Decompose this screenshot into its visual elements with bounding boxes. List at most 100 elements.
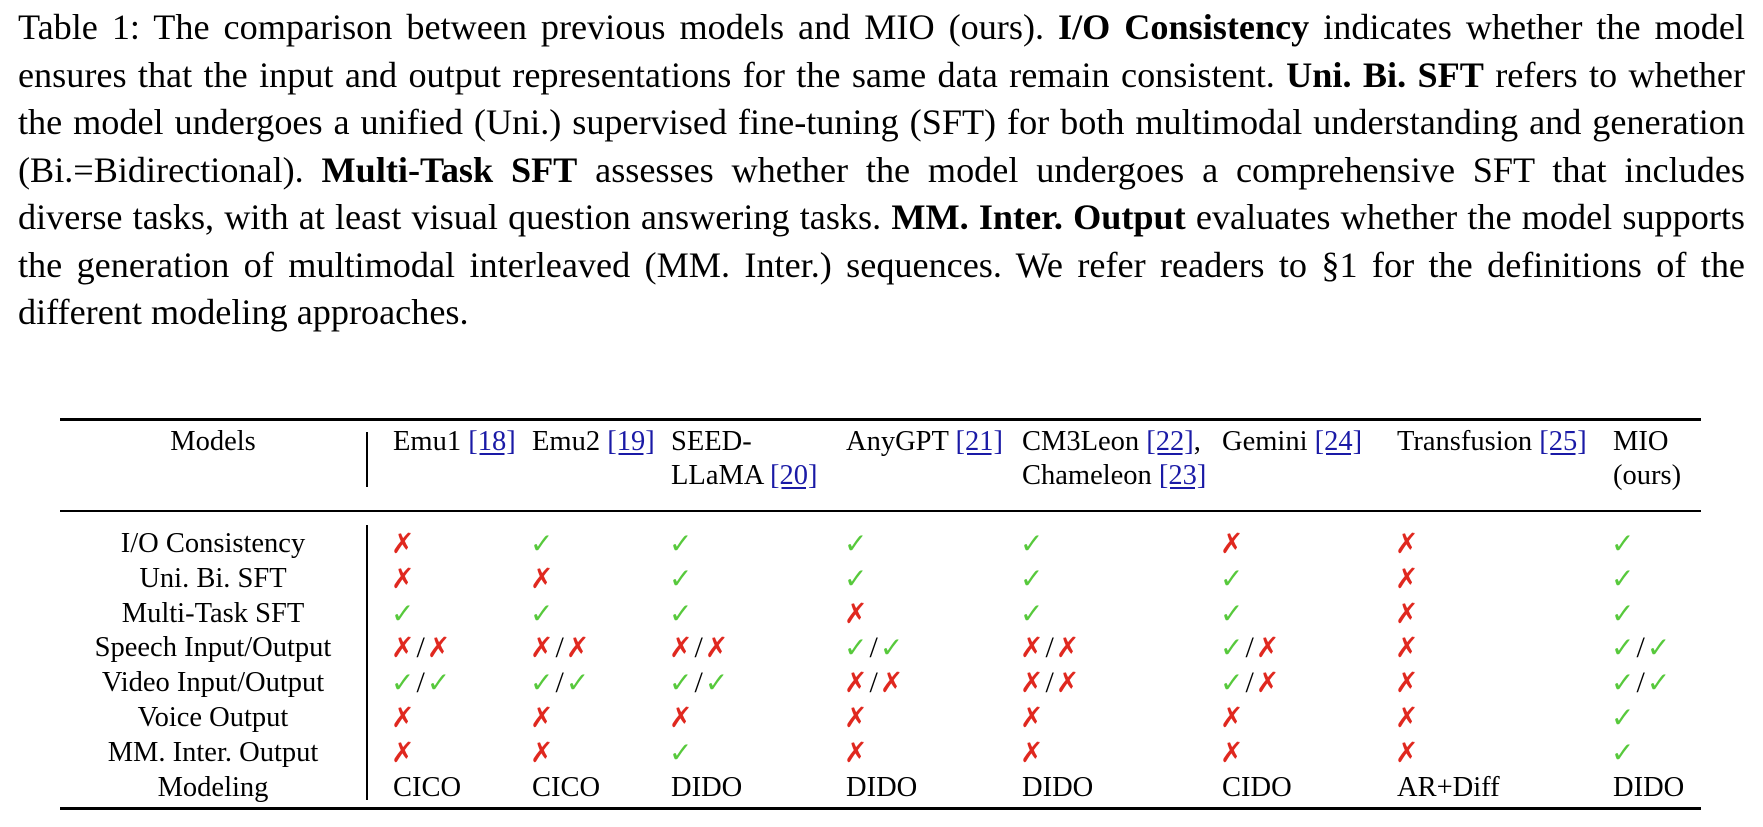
table-cell: ✗/✗ [1020, 665, 1079, 700]
cross-icon: ✗ [391, 735, 415, 769]
cross-icon: ✗ [530, 735, 554, 769]
table-cell: ✗ [391, 526, 414, 561]
slash-separator: / [416, 631, 425, 665]
table-cell: ✓/✓ [1611, 630, 1670, 665]
slash-separator: / [1045, 666, 1054, 700]
header-model-name-line2: LLaMA [20] [671, 459, 817, 494]
check-icon: ✓ [1611, 527, 1635, 560]
table-cell: ✓ [1020, 596, 1043, 631]
table-bottom-rule [60, 807, 1701, 810]
cross-icon: ✗ [1020, 701, 1044, 734]
check-icon: ✓ [426, 666, 451, 700]
cross-icon: ✗ [844, 735, 868, 769]
citation-link[interactable]: [18] [468, 426, 516, 457]
header-model-name: MIO [1613, 425, 1668, 460]
caption-text: assesses whether the model undergoes a c… [18, 149, 1745, 238]
check-icon: ✓ [1020, 561, 1044, 595]
citation-link[interactable]: [23] [1158, 460, 1207, 491]
check-icon: ✓ [1020, 527, 1044, 560]
table-cell: ✗ [844, 735, 867, 770]
check-icon: ✓ [391, 596, 415, 630]
row-label: Multi-Task SFT [121, 597, 305, 629]
header-model-name: AnyGPT [21] [846, 425, 1003, 460]
cross-icon: ✗ [1055, 631, 1080, 665]
citation-link[interactable]: [24] [1314, 426, 1363, 457]
table-cell: ✗ [1020, 735, 1043, 770]
caption-term-multi-task-sft: Multi-Task SFT [321, 149, 578, 190]
check-icon: ✓ [1611, 735, 1635, 769]
cross-icon: ✗ [391, 701, 415, 734]
check-icon: ✓ [1646, 631, 1671, 665]
comma: , [1193, 426, 1201, 457]
table-cell: ✓ [1020, 526, 1043, 561]
table-cell: ✓/✓ [391, 665, 450, 700]
cross-icon: ✗ [1395, 631, 1419, 665]
check-icon: ✓ [669, 735, 693, 769]
cross-icon: ✗ [391, 631, 415, 665]
table-cell: ✓ [1220, 596, 1243, 631]
model-name: AnyGPT [846, 426, 956, 457]
cross-icon: ✗ [1395, 527, 1419, 560]
table-cell: ✗ [530, 700, 553, 735]
citation-link[interactable]: [20] [769, 460, 818, 491]
cross-icon: ✗ [1395, 666, 1419, 700]
citation-link[interactable]: [25] [1539, 426, 1587, 457]
model-name: Gemini [1222, 426, 1315, 457]
caption-term-uni-bi-sft: Uni. Bi. SFT [1286, 54, 1484, 95]
caption-term-mm-inter-output: MM. Inter. Output [891, 197, 1186, 237]
check-icon: ✓ [1611, 666, 1635, 700]
modeling-cell: CICO [532, 771, 601, 803]
table-cell: ✗ [844, 596, 867, 631]
check-icon: ✓ [1611, 561, 1635, 595]
table-cell: ✓ [391, 596, 414, 631]
model-name: Emu1 [393, 426, 469, 457]
caption-text: refers to whether the model undergoes a … [18, 54, 1746, 190]
model-name: MIO [1613, 426, 1669, 457]
check-icon: ✓ [1646, 666, 1671, 700]
cross-icon: ✗ [1020, 631, 1044, 665]
check-icon: ✓ [844, 527, 868, 560]
cross-icon: ✗ [1395, 735, 1419, 769]
table-cell: ✗ [1220, 700, 1243, 735]
check-icon: ✓ [565, 666, 590, 700]
cross-icon: ✗ [879, 666, 904, 700]
table-cell: ✗/✗ [844, 665, 903, 700]
header-column-divider [366, 432, 368, 487]
table-cell: ✗ [669, 700, 692, 735]
check-icon: ✓ [844, 561, 868, 595]
table-cell: ✗ [1395, 561, 1418, 596]
cross-icon: ✗ [844, 596, 868, 630]
citation-link[interactable]: [22] [1146, 426, 1194, 457]
table-cell: ✓ [1611, 526, 1634, 561]
citation-link[interactable]: [19] [607, 426, 655, 457]
cross-icon: ✗ [1020, 735, 1044, 769]
header-model-name: Transfusion [25] [1397, 425, 1587, 460]
check-icon: ✓ [669, 596, 693, 630]
table-header-rule [60, 510, 1701, 512]
caption-text: evaluates whether the model supports the… [18, 197, 1746, 332]
slash-separator: / [694, 666, 703, 700]
row-label: Video Input/Output [101, 667, 325, 699]
table-cell: ✗ [391, 735, 414, 770]
check-icon: ✓ [669, 527, 693, 560]
model-name: LLaMA [671, 460, 770, 491]
table-cell: ✓ [844, 561, 867, 596]
table-cell: ✗ [1220, 526, 1243, 561]
table-cell: ✗ [844, 700, 867, 735]
modeling-cell: AR+Diff [1397, 771, 1500, 803]
header-models: Models [170, 426, 256, 457]
modeling-cell: DIDO [1022, 771, 1094, 803]
table-cell: ✗ [530, 561, 553, 596]
citation-link[interactable]: [21] [955, 426, 1004, 457]
check-icon: ✓ [704, 666, 729, 700]
table-cell: ✗ [1395, 630, 1418, 665]
header-model-name-line2: (ours) [1613, 459, 1681, 494]
table-cell: ✗/✗ [669, 630, 728, 665]
cross-icon: ✗ [391, 561, 415, 595]
cross-icon: ✗ [391, 527, 415, 560]
table-cell: ✓ [1611, 561, 1634, 596]
header-model-name: Emu2 [19] [532, 425, 655, 460]
table-cell: ✗ [1395, 665, 1418, 700]
table-cell: ✓ [669, 526, 692, 561]
cross-icon: ✗ [565, 631, 590, 665]
